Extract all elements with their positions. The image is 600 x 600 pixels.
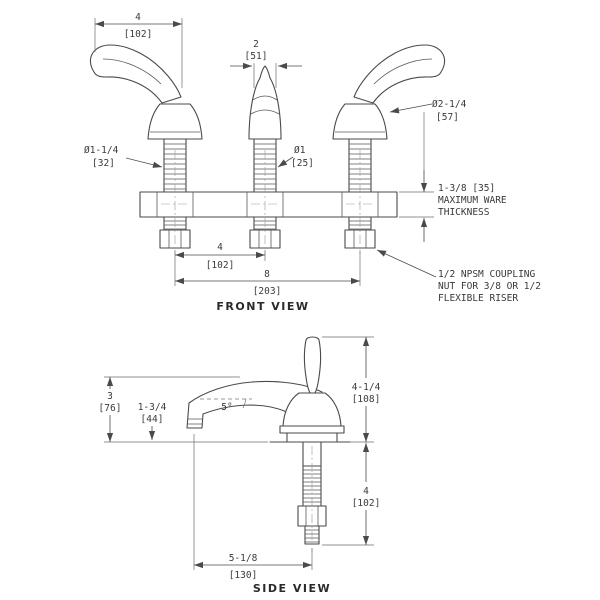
handle-dome-side bbox=[282, 392, 342, 427]
dim-shank-length-in: 4 bbox=[363, 486, 369, 497]
side-view-label: SIDE VIEW bbox=[253, 582, 331, 595]
nut-facets bbox=[168, 230, 182, 248]
dim-spout-reach-mm: [130] bbox=[229, 570, 258, 581]
coupling-note-line3: FLEXIBLE RISER bbox=[438, 293, 518, 304]
dim-overall-height-in: 4-1/4 bbox=[352, 382, 381, 393]
dim-shank-dia-mm: [32] bbox=[92, 158, 115, 169]
dim-outlet-height: 1-3/4 [44] bbox=[138, 402, 167, 440]
note-coupling-nut: 1/2 NPSM COUPLING NUT FOR 3/8 OR 1/2 FLE… bbox=[376, 249, 541, 304]
wing-handle bbox=[89, 44, 182, 104]
dim-shank-diameter: Ø1-1/4 [32] bbox=[84, 145, 163, 169]
dim-spout-height: 3 [76] bbox=[99, 376, 268, 443]
dim-spout-height-mm: [76] bbox=[99, 403, 122, 414]
dim-shank-dia-in: Ø1-1/4 bbox=[84, 145, 119, 156]
dim-spout-shank-dia-mm: [25] bbox=[291, 158, 314, 169]
spout-front bbox=[248, 65, 282, 140]
dim-center-spacing: 4 [102] bbox=[174, 242, 266, 286]
handle-dome-base bbox=[147, 103, 203, 140]
dim-spout-width: 2 [51] bbox=[230, 39, 302, 88]
front-view: 4 [102] 2 [51] Ø2-1/4 [57] Ø1-1/4 [32] Ø… bbox=[84, 12, 541, 313]
dim-shank-length-mm: [102] bbox=[352, 498, 381, 509]
dim-handle-base-diameter: Ø2-1/4 [57] bbox=[389, 99, 467, 123]
spout-angle-label: 5° bbox=[221, 402, 232, 413]
dim-center-spacing-in: 4 bbox=[217, 242, 223, 253]
lever-handle-side bbox=[303, 336, 322, 394]
dim-spout-width-mm: [51] bbox=[245, 51, 268, 62]
dim-spout-shank-dia-in: Ø1 bbox=[294, 145, 306, 156]
dim-overall-spacing-mm: [203] bbox=[253, 286, 282, 297]
dim-handle-width-mm: [102] bbox=[124, 29, 153, 40]
dim-center-spacing-mm: [102] bbox=[206, 260, 235, 271]
deck-body bbox=[139, 191, 398, 218]
side-view: 5° 3 [76] 1-3/4 bbox=[99, 336, 381, 595]
dim-handle-base-dia-in: Ø2-1/4 bbox=[432, 99, 467, 110]
dim-handle-width: 4 [102] bbox=[94, 12, 183, 88]
coupling-note-line1: 1/2 NPSM COUPLING bbox=[438, 269, 536, 280]
coupling-nut-facets bbox=[305, 506, 319, 526]
dim-spout-height-in: 3 bbox=[107, 391, 113, 402]
spout-contour-lines bbox=[250, 95, 280, 115]
dim-overall-height-mm: [108] bbox=[352, 394, 381, 405]
centerlines-front bbox=[161, 150, 374, 254]
escutcheon-ring bbox=[279, 425, 345, 434]
base-plate bbox=[286, 432, 338, 443]
note-spout-angle: 5° bbox=[200, 398, 252, 413]
dim-overall-spacing-in: 8 bbox=[264, 269, 270, 280]
dim-overall-height: 4-1/4 [108] bbox=[322, 336, 381, 443]
handle-highlight-line bbox=[102, 58, 162, 85]
dim-spout-width-in: 2 bbox=[253, 39, 259, 50]
ware-thickness-line3: THICKNESS bbox=[438, 207, 490, 218]
dim-handle-base-dia-mm: [57] bbox=[436, 112, 459, 123]
note-ware-thickness: 1-3/8 [35] MAXIMUM WARE THICKNESS bbox=[399, 112, 507, 242]
deck-hub-lines bbox=[156, 192, 379, 217]
front-view-label: FRONT VIEW bbox=[216, 300, 309, 313]
dim-spout-shank-diameter: Ø1 [25] bbox=[277, 145, 314, 169]
dim-outlet-height-in: 1-3/4 bbox=[138, 402, 167, 413]
dim-spout-reach-in: 5-1/8 bbox=[229, 553, 258, 564]
aerator-lines bbox=[187, 418, 202, 425]
dim-outlet-height-mm: [44] bbox=[141, 414, 164, 425]
dim-overall-spacing: 8 [203] bbox=[175, 250, 361, 297]
dim-shank-length: 4 [102] bbox=[322, 443, 381, 546]
coupling-note-line2: NUT FOR 3/8 OR 1/2 bbox=[438, 281, 541, 292]
dim-handle-width-in: 4 bbox=[135, 12, 141, 23]
dim-spout-reach: 5-1/8 [130] bbox=[193, 434, 313, 581]
spout-nut-facets bbox=[258, 230, 272, 248]
ware-thickness-line2: MAXIMUM WARE bbox=[438, 195, 507, 206]
ware-thickness-line1: 1-3/8 [35] bbox=[438, 183, 495, 194]
spout-side bbox=[186, 380, 323, 429]
